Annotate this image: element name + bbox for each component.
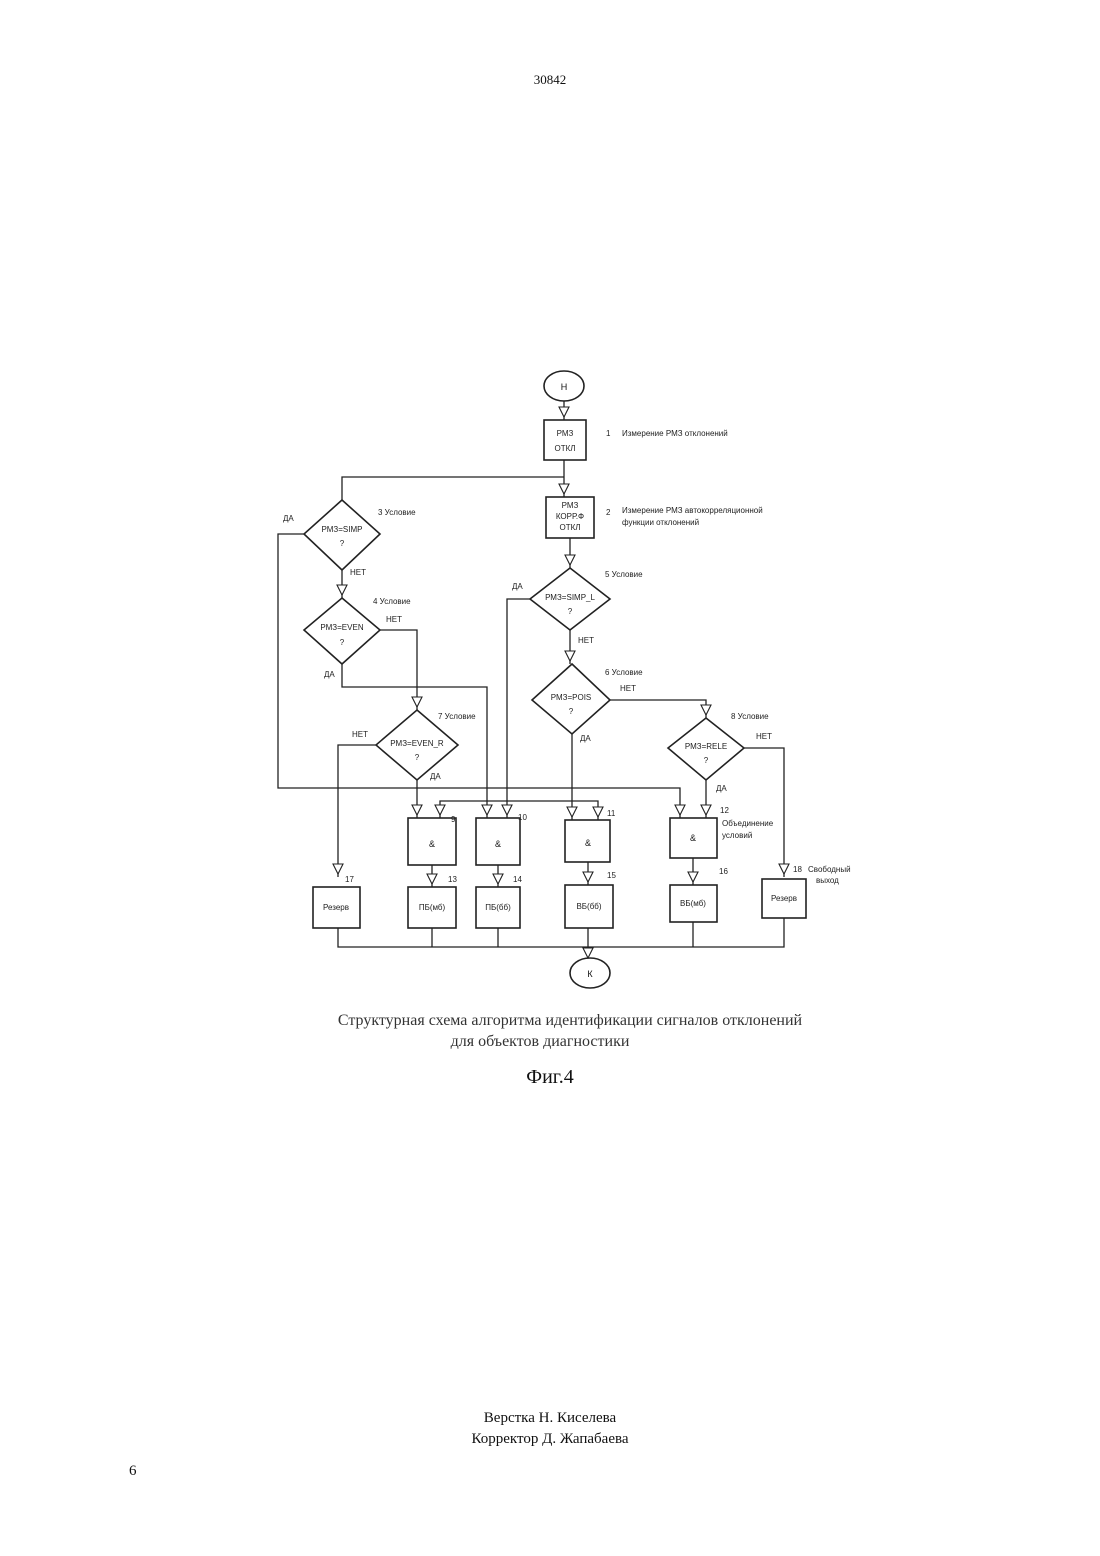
block-2-line-3: ОТКЛ bbox=[559, 523, 580, 532]
decision-6-yes: ДА bbox=[580, 734, 591, 743]
output-block-16: ВБ(мб) 16 bbox=[670, 867, 728, 922]
decision-4-label: 4 Условие bbox=[373, 597, 411, 606]
decision-4-condition: РМЗ=EVEN bbox=[320, 623, 363, 632]
and-block-12-symbol: & bbox=[690, 833, 696, 843]
end-terminal: К bbox=[570, 958, 610, 988]
output-block-18-number: 18 bbox=[793, 865, 802, 874]
and-block-12-number: 12 bbox=[720, 806, 729, 815]
output-block-17-number: 17 bbox=[345, 875, 354, 884]
output-block-16-text: ВБ(мб) bbox=[680, 899, 706, 908]
decision-6-condition: РМЗ=POIS bbox=[551, 693, 592, 702]
decision-5-condition: РМЗ=SIMP_L bbox=[545, 593, 595, 602]
output-block-15-text: ВБ(бб) bbox=[576, 902, 601, 911]
credits-corrector: Корректор Д. Жапабаева bbox=[0, 1429, 1100, 1450]
and-block-9-number: 9 bbox=[451, 815, 456, 824]
decision-8-yes: ДА bbox=[716, 784, 727, 793]
decision-4: РМЗ=EVEN ? 4 Условие ДА НЕТ bbox=[304, 597, 411, 679]
output-block-13-number: 13 bbox=[448, 875, 457, 884]
decision-7-condition: РМЗ=EVEN_R bbox=[390, 739, 444, 748]
credits: Верстка Н. Киселева Корректор Д. Жапабае… bbox=[0, 1408, 1100, 1450]
figure-caption: Структурная схема алгоритма идентификаци… bbox=[0, 1010, 1100, 1052]
flowchart-diagram: Н К РМЗ ОТКЛ 1 Измерение РМЗ отклонений … bbox=[0, 0, 1100, 1000]
decision-4-yes: ДА bbox=[324, 670, 335, 679]
output-block-13-text: ПБ(мб) bbox=[419, 903, 446, 912]
output-block-15-number: 15 bbox=[607, 871, 616, 880]
block-2-note-line-2: функции отклонений bbox=[622, 518, 699, 527]
block-2-number: 2 bbox=[606, 508, 611, 517]
start-terminal: Н bbox=[544, 371, 584, 401]
block-2-note-line-1: Измерение РМЗ автокорреляционной bbox=[622, 506, 763, 515]
decision-8-question: ? bbox=[704, 756, 709, 765]
decision-8-no: НЕТ bbox=[756, 732, 772, 741]
and-block-11-number: 11 bbox=[607, 809, 616, 818]
decision-5-yes: ДА bbox=[512, 582, 523, 591]
figure-caption-line-2: для объектов диагностики bbox=[0, 1031, 1100, 1052]
block-1-line-1: РМЗ bbox=[557, 429, 574, 438]
decision-7-label: 7 Условие bbox=[438, 712, 476, 721]
output-block-14-text: ПБ(бб) bbox=[485, 903, 511, 912]
decision-7-no: НЕТ bbox=[352, 730, 368, 739]
decision-4-question: ? bbox=[340, 638, 345, 647]
decision-4-no: НЕТ bbox=[386, 615, 402, 624]
and-block-10: & 10 bbox=[476, 813, 527, 865]
decision-6-question: ? bbox=[569, 707, 574, 716]
block-1-line-2: ОТКЛ bbox=[554, 444, 575, 453]
block-2-line-2: КОРР.Ф bbox=[556, 512, 584, 521]
decision-8: РМЗ=RELE ? 8 Условие НЕТ ДА bbox=[668, 712, 772, 793]
and-block-12: & 12 Объединение условий bbox=[670, 806, 774, 858]
decision-6-no: НЕТ bbox=[620, 684, 636, 693]
decision-5-no: НЕТ bbox=[578, 636, 594, 645]
decision-3-question: ? bbox=[340, 539, 345, 548]
and-block-11-symbol: & bbox=[585, 838, 591, 848]
decision-3-no: НЕТ bbox=[350, 568, 366, 577]
figure-caption-line-1: Структурная схема алгоритма идентификаци… bbox=[40, 1010, 1100, 1031]
output-block-14-number: 14 bbox=[513, 875, 522, 884]
output-block-18-note-line-2: выход bbox=[816, 876, 839, 885]
block-2-line-1: РМЗ bbox=[562, 501, 579, 510]
and-block-12-note-line-2: условий bbox=[722, 831, 752, 840]
output-block-15: ВБ(бб) 15 bbox=[565, 871, 616, 928]
decision-3: РМЗ=SIMP ? 3 Условие ДА НЕТ bbox=[283, 500, 416, 577]
decision-6: РМЗ=POIS ? 6 Условие НЕТ ДА bbox=[532, 664, 643, 743]
output-block-18-note-line-1: Свободный bbox=[808, 865, 851, 874]
decision-5-question: ? bbox=[568, 607, 573, 616]
decision-5: РМЗ=SIMP_L ? 5 Условие ДА НЕТ bbox=[512, 568, 643, 645]
and-block-12-note-line-1: Объединение bbox=[722, 819, 774, 828]
and-block-10-number: 10 bbox=[518, 813, 527, 822]
process-block-1: РМЗ ОТКЛ 1 Измерение РМЗ отклонений bbox=[544, 420, 728, 460]
and-block-9: & 9 bbox=[408, 815, 456, 865]
process-block-2: РМЗ КОРР.Ф ОТКЛ 2 Измерение РМЗ автокорр… bbox=[546, 497, 763, 538]
page-number: 6 bbox=[129, 1463, 137, 1480]
end-terminal-label: К bbox=[587, 969, 593, 979]
output-block-18-text: Резерв bbox=[771, 894, 797, 903]
decision-7-yes: ДА bbox=[430, 772, 441, 781]
decision-3-label: 3 Условие bbox=[378, 508, 416, 517]
decision-5-label: 5 Условие bbox=[605, 570, 643, 579]
figure-label: Фиг.4 bbox=[0, 1066, 1100, 1089]
block-1-note: Измерение РМЗ отклонений bbox=[622, 429, 728, 438]
output-block-18: Резерв 18 Свободный выход bbox=[762, 865, 851, 918]
and-block-9-symbol: & bbox=[429, 839, 435, 849]
decision-7-question: ? bbox=[415, 753, 420, 762]
start-terminal-label: Н bbox=[561, 382, 568, 392]
decision-6-label: 6 Условие bbox=[605, 668, 643, 677]
output-block-16-number: 16 bbox=[719, 867, 728, 876]
decision-3-yes: ДА bbox=[283, 514, 294, 523]
output-block-17-text: Резерв bbox=[323, 903, 349, 912]
flowchart-connectors bbox=[278, 401, 784, 957]
decision-8-label: 8 Условие bbox=[731, 712, 769, 721]
and-block-10-symbol: & bbox=[495, 839, 501, 849]
block-1-number: 1 bbox=[606, 429, 611, 438]
credits-layout: Верстка Н. Киселева bbox=[0, 1408, 1100, 1429]
output-block-14: ПБ(бб) 14 bbox=[476, 875, 522, 928]
output-block-17: Резерв 17 bbox=[313, 875, 360, 928]
decision-3-condition: РМЗ=SIMP bbox=[322, 525, 363, 534]
decision-8-condition: РМЗ=RELE bbox=[685, 742, 727, 751]
